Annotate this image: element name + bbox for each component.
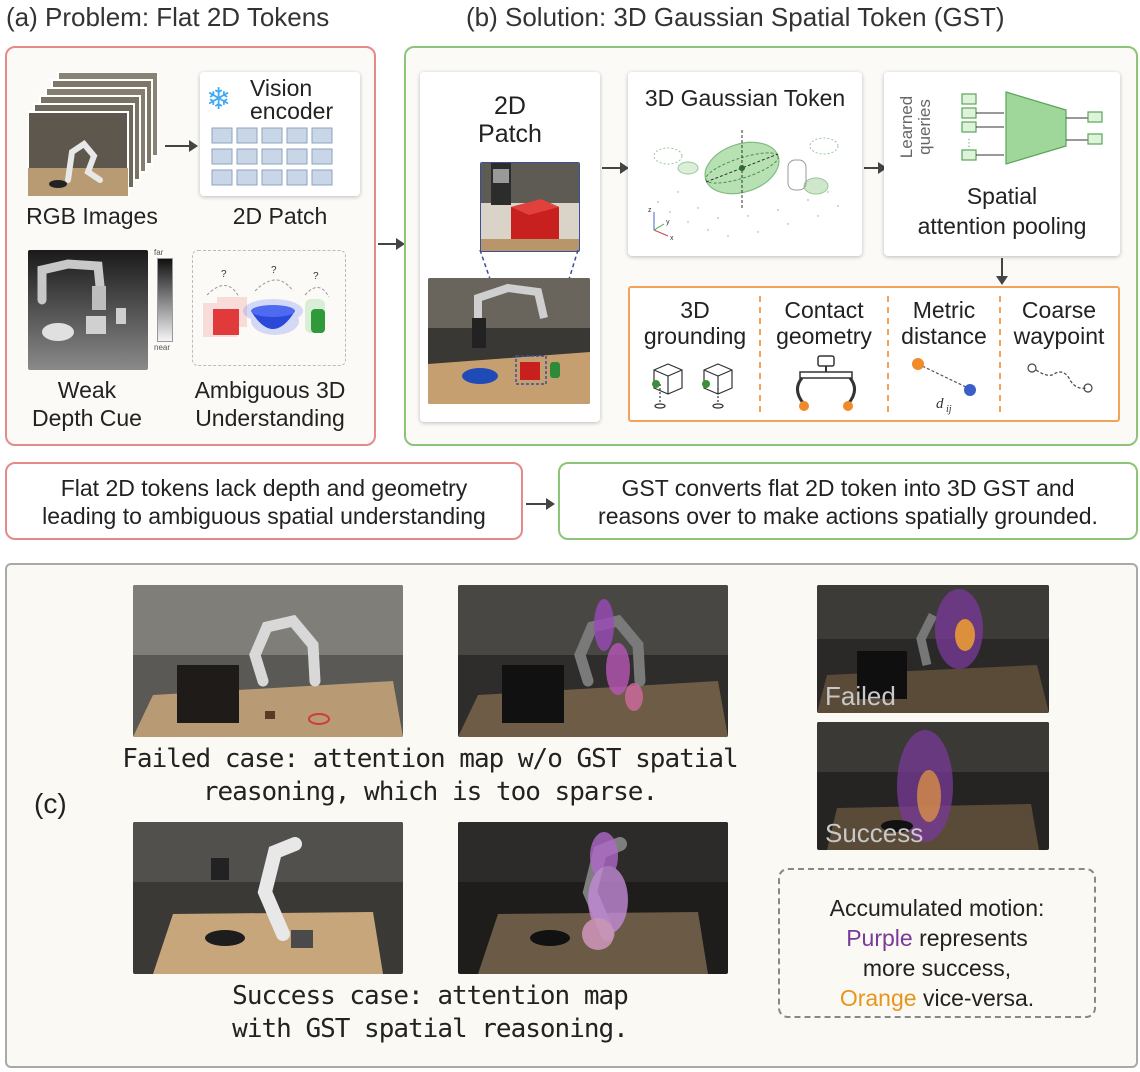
- cap-contact-2: geometry: [776, 323, 872, 349]
- gaussian-ellipsoid-figure: z x y: [648, 130, 840, 242]
- panel-a-header: (a) Problem: Flat 2D Tokens: [6, 2, 330, 32]
- capability-dividers: [759, 296, 1001, 414]
- legend-line-2: Purple represents: [780, 924, 1094, 953]
- panel-b-header: (b) Solution: 3D Gaussian Spatial Token …: [466, 2, 1005, 32]
- learned-queries-label: Learned queries: [897, 95, 934, 159]
- solution-summary-1: GST converts flat 2D token into 3D GST a…: [621, 475, 1075, 501]
- cap-grounding-2: grounding: [643, 323, 747, 349]
- legend-orange-word: Orange: [839, 985, 917, 1011]
- failed-attention-image: [458, 585, 728, 737]
- success-caption-2: with GST spatial reasoning.: [232, 1014, 629, 1044]
- question-mark-2: ?: [271, 265, 277, 276]
- success-rgb-image: [133, 822, 403, 974]
- cap-metric-1: Metric: [912, 297, 976, 323]
- ambiguous-label-2: Understanding: [195, 405, 345, 431]
- cap-waypoint-2: waypoint: [1013, 323, 1105, 349]
- patch-grid: [211, 127, 333, 186]
- cap-waypoint-1: Coarse: [1021, 297, 1097, 323]
- waypoint-icon: [1027, 363, 1093, 393]
- failed-caption-2: reasoning, which is too sparse.: [202, 777, 658, 807]
- arrow-problem-to-solution: [378, 238, 405, 250]
- capabilities-box: 3D grounding Contact geometry Metric dis…: [628, 286, 1120, 422]
- arrow-summary: [526, 498, 555, 510]
- dij-subscript: ij: [946, 404, 952, 415]
- patch-label-a: 2D Patch: [232, 203, 328, 229]
- gaussian-token-card: 3D Gaussian Token z x y: [628, 72, 862, 256]
- gripper-icon: [796, 355, 856, 411]
- zoomed-patch-image: [480, 162, 580, 252]
- question-mark-3: ?: [313, 271, 319, 282]
- legend-line-3: more success,: [862, 955, 1012, 981]
- attention-pooling-card: Learned queries ⋮ Spatial attention pool…: [884, 72, 1120, 256]
- pooling-label-2: attention pooling: [917, 213, 1087, 239]
- ambiguous-label-1: Ambiguous 3D: [194, 377, 346, 403]
- vision-encoder-text-2: encoder: [250, 98, 334, 124]
- cap-grounding-1: 3D: [680, 297, 710, 323]
- arrow-gaussian-to-pooling: [864, 162, 887, 174]
- metric-distance-icon: d ij: [912, 358, 976, 415]
- success-caption-1: Success case: attention map: [232, 981, 629, 1011]
- motion-legend-box: Accumulated motion: Purple represents mo…: [778, 868, 1096, 1018]
- legend-purple-word: Purple: [846, 925, 913, 951]
- scene-image: [428, 278, 590, 404]
- arrow-pooling-to-capabilities: [996, 258, 1008, 285]
- failed-caption-1: Failed case: attention map w/o GST spati…: [122, 744, 738, 774]
- pooling-diagram: ⋮: [961, 91, 1103, 165]
- question-mark-1: ?: [221, 269, 227, 280]
- grounding-cubes-icon: [652, 363, 733, 409]
- solution-summary-box: GST converts flat 2D token into 3D GST a…: [558, 462, 1138, 540]
- axis-z-label: z: [648, 207, 652, 214]
- dij-label: d: [936, 396, 944, 412]
- failed-tag: Failed: [825, 681, 896, 711]
- legend-line-1: Accumulated motion:: [829, 895, 1045, 921]
- pooling-label-1: Spatial: [966, 183, 1038, 209]
- failed-motion-image: Failed: [817, 585, 1049, 713]
- legend-line-4: Orange vice-versa.: [780, 984, 1094, 1013]
- problem-summary-1: Flat 2D tokens lack depth and geometry: [60, 475, 468, 501]
- depth-image: [28, 250, 148, 370]
- panel-c-label: (c): [34, 788, 67, 819]
- arrow-rgb-to-encoder: [165, 140, 198, 152]
- vision-encoder-text-1: Vision: [250, 75, 313, 101]
- legend-represents: represents: [912, 925, 1028, 951]
- rgb-images-label: RGB Images: [26, 203, 158, 229]
- depth-colorbar: [157, 258, 173, 342]
- depth-far-label: far: [154, 248, 164, 257]
- ellipsis-icon: ⋮: [964, 138, 974, 149]
- success-tag: Success: [825, 818, 924, 848]
- patch-title-1: 2D: [494, 92, 526, 120]
- rgb-images-stack: [27, 71, 166, 197]
- gaussian-title: 3D Gaussian Token: [644, 85, 846, 111]
- success-attention-image: [458, 822, 728, 974]
- patch-card: 2D Patch: [420, 72, 600, 422]
- snowflake-icon: ❄: [206, 83, 232, 116]
- ambiguous-3d-figure: ? ? ?: [192, 250, 346, 366]
- depth-near-label: near: [154, 343, 171, 352]
- problem-summary-2: leading to ambiguous spatial understandi…: [42, 503, 486, 529]
- cap-contact-1: Contact: [784, 297, 864, 323]
- failed-rgb-image: [133, 585, 403, 737]
- patch-title-2: Patch: [478, 120, 542, 148]
- vision-encoder-card: ❄ Vision encoder: [200, 72, 360, 196]
- solution-summary-2: reasons over to make actions spatially g…: [598, 503, 1098, 529]
- legend-vice-versa: vice-versa.: [916, 985, 1035, 1011]
- axis-x-label: x: [670, 235, 674, 242]
- success-motion-image: Success: [817, 722, 1049, 850]
- cap-metric-2: distance: [901, 323, 987, 349]
- depth-label-2: Depth Cue: [32, 405, 142, 431]
- problem-summary-box: Flat 2D tokens lack depth and geometry l…: [5, 462, 523, 540]
- axis-y-label: y: [666, 219, 670, 226]
- depth-label-1: Weak: [57, 377, 117, 403]
- arrow-patch-to-gaussian: [602, 162, 629, 174]
